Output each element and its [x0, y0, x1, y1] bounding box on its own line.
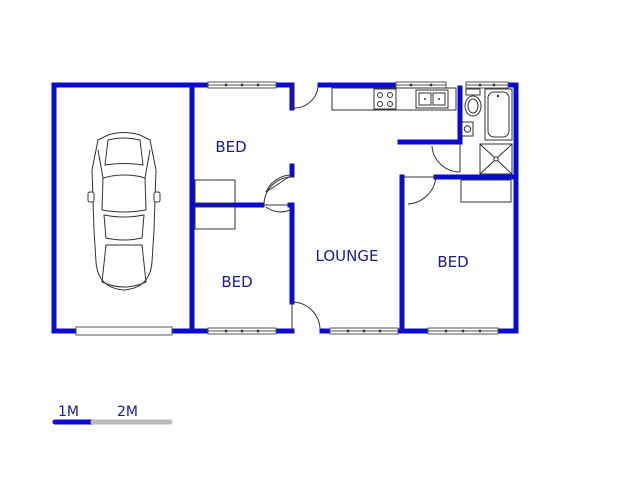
car-icon	[87, 132, 161, 291]
shower-icon	[479, 143, 513, 175]
room-label-bed-right: BED	[437, 253, 468, 271]
room-label-bed-bottom: BED	[221, 273, 252, 291]
window-bathroom	[465, 81, 509, 89]
room-label-bed-top: BED	[215, 138, 246, 156]
basin-icon	[461, 121, 474, 137]
garage-door	[75, 326, 173, 336]
window-kitchen	[395, 81, 447, 89]
scale-label-1m: 1M	[58, 404, 79, 420]
cupboard-bed-right	[460, 179, 512, 203]
bathroom	[461, 88, 513, 175]
kitchen	[331, 87, 457, 111]
bathtub-icon	[484, 88, 513, 141]
door-bathroom	[431, 142, 461, 173]
cupboard-bed-bottom	[194, 206, 236, 230]
cupboards	[194, 179, 512, 230]
window-bed-top	[207, 81, 277, 89]
scale-bar: 1M 2M	[52, 404, 173, 425]
door-bed-right	[404, 176, 437, 205]
cupboard-bed-top	[194, 179, 236, 204]
door-bed-top	[263, 174, 293, 206]
window-lounge	[329, 327, 399, 335]
windows	[75, 81, 509, 336]
window-bed-right	[427, 327, 499, 335]
stove-icon	[373, 88, 397, 110]
door-bed-bottom	[262, 204, 291, 213]
doors	[262, 85, 461, 331]
door-entrance	[291, 85, 319, 109]
door-lounge-bottom	[291, 301, 321, 331]
toilet-icon	[464, 88, 482, 117]
walls	[51, 82, 519, 334]
window-bed-bottom	[207, 327, 277, 335]
room-label-lounge: LOUNGE	[316, 247, 379, 265]
scale-label-2m: 2M	[117, 404, 138, 420]
sink-icon	[415, 89, 449, 109]
